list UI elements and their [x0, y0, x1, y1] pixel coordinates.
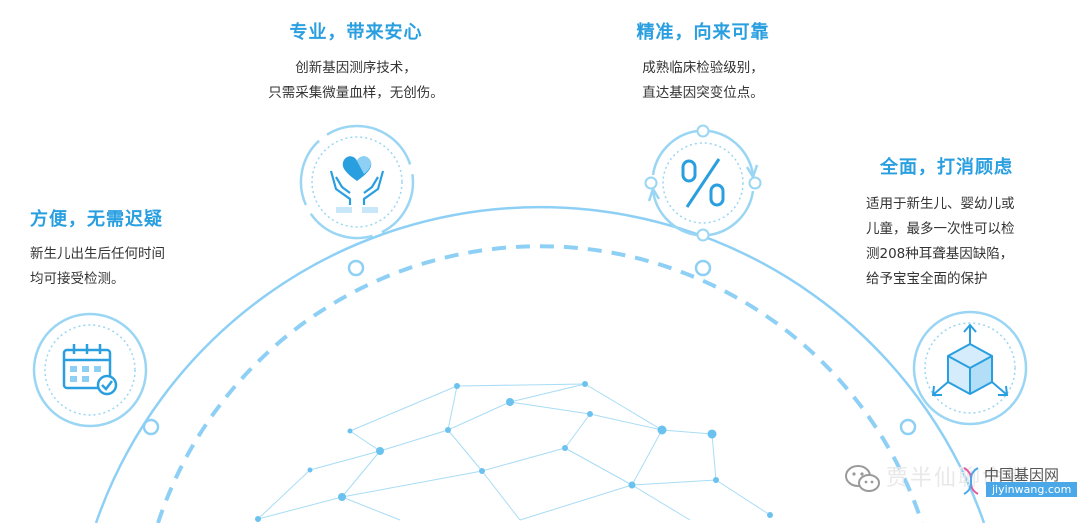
inner-dashed-arc [156, 244, 924, 523]
feature-title: 精准，向来可靠 [636, 22, 770, 43]
feature-desc-line: 新生儿出生后任何时间 [30, 246, 165, 262]
watermark-site-name: 中国基因网 [984, 466, 1060, 484]
cube-icon [912, 310, 1028, 426]
feature-desc-line: 均可接受检测。 [30, 271, 125, 287]
feature-desc-line: 适用于新生儿、婴幼儿或 [866, 196, 1015, 212]
wechat-icon [845, 465, 880, 492]
arc-node [347, 259, 365, 277]
feature-desc-line: 创新基因测序技术， [295, 60, 417, 76]
feature-desc-line: 给予宝宝全面的保护 [866, 271, 988, 287]
outer-arc [94, 205, 986, 523]
network-nodes [255, 381, 773, 522]
feature-desc-line: 儿童，最多一次性可以检 [866, 221, 1015, 237]
feature-desc-line: 测208种耳聋基因缺陷， [866, 246, 1014, 262]
arc-node [899, 418, 917, 436]
percent-cycle-icon [644, 124, 762, 242]
hands-heart-icon [299, 124, 415, 240]
arc-node [142, 418, 160, 436]
calendar-check-icon [32, 312, 148, 428]
feature-desc-line: 直达基因突变位点。 [642, 85, 764, 101]
feature-title: 全面，打消顾虑 [880, 157, 1013, 178]
dna-logo-icon [963, 467, 979, 495]
feature-desc-line: 成熟临床检验级别， [642, 60, 764, 76]
watermark-url: jiyinwang.com [986, 482, 1078, 497]
feature-title: 专业，带来安心 [289, 22, 423, 43]
feature-desc-line: 只需采集微量血样，无创伤。 [268, 85, 444, 101]
network-globe [257, 383, 771, 521]
feature-title: 方便，无需迟疑 [30, 209, 163, 230]
arc-node [694, 259, 712, 277]
watermark: 贾半仙聊命斯 中国基因网 jiyinwang.com [836, 458, 1078, 508]
